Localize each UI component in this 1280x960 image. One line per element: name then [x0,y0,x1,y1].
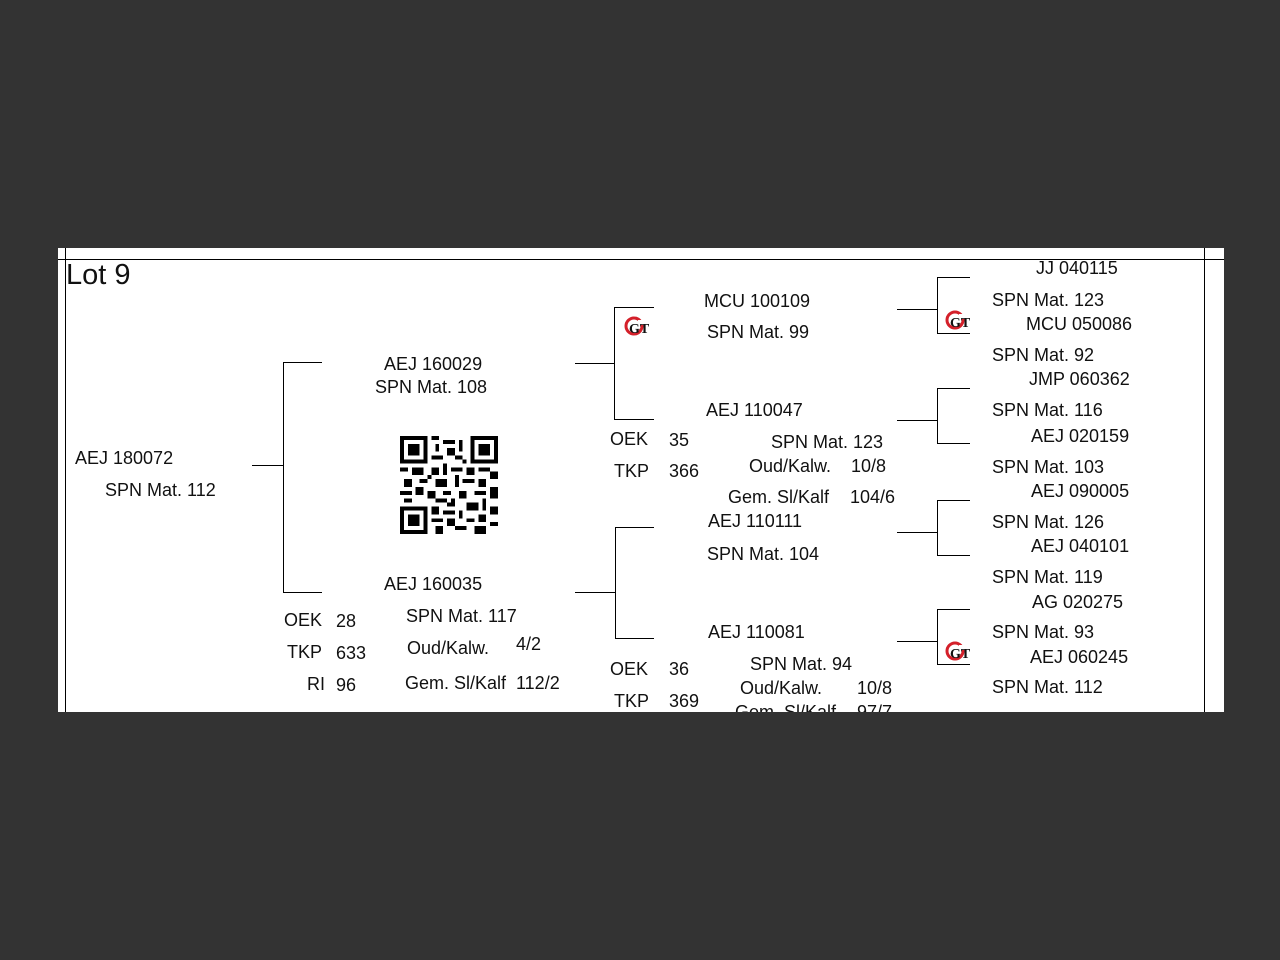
dam-id: AEJ 160035 [384,574,483,594]
gt-logo-icon: GT [945,310,970,331]
sire-dam-tkp-label: TKP [614,461,650,481]
connector [575,592,615,593]
dam-oek-value: 28 [336,611,357,631]
dam-sire-mat: SPN Mat. 104 [707,544,820,564]
dam-ri-value: 96 [336,675,357,695]
connector [614,307,654,308]
dss-id: AEJ 090005 [1031,481,1130,501]
connector [575,363,614,364]
connector [615,527,654,528]
dam-dam-oud-value: 10/8 [857,678,893,698]
connector [937,609,970,610]
sss-id: JJ 040115 [1036,258,1118,278]
sss-mat: SPN Mat. 123 [992,290,1105,310]
dds-id: AG 020275 [1032,592,1124,612]
dam-dam-tkp-value: 369 [669,691,700,711]
sds-id: JMP 060362 [1029,369,1130,389]
connector [252,465,283,466]
sire-dam-tkp-value: 366 [669,461,700,481]
animal-mat: SPN Mat. 112 [105,480,216,500]
sdd-id: AEJ 020159 [1031,426,1130,446]
dds-mat: SPN Mat. 93 [992,622,1095,642]
dsd-id: AEJ 040101 [1031,536,1130,556]
dsd-mat: SPN Mat. 119 [992,567,1103,587]
sire-dam-oud-value: 10/8 [851,456,887,476]
dam-dam-gem-label: Gem. Sl/Kalf [735,702,837,712]
dam-dam-gem-value: 97/7 [857,702,893,712]
connector [283,592,322,593]
dam-dam-id: AEJ 110081 [708,622,805,642]
sire-dam-oud-label: Oud/Kalw. [749,456,832,476]
connector [614,419,654,420]
ddd-id: AEJ 060245 [1030,647,1129,667]
dam-mat: SPN Mat. 117 [406,606,517,626]
sds-mat: SPN Mat. 116 [992,400,1103,420]
sire-dam-id: AEJ 110047 [706,400,803,420]
ddd-mat: SPN Mat. 112 [992,677,1103,697]
gt-logo-icon: GT [945,641,970,662]
connector [937,500,970,501]
bracket-dam [615,527,616,639]
top-rule [58,259,1224,260]
connector [937,388,970,389]
dam-dam-oek-label: OEK [610,659,649,679]
logo-text: GT [950,647,970,662]
dam-gem-label: Gem. Sl/Kalf [405,673,507,693]
bracket-sire [614,307,615,420]
sire-dam-mat: SPN Mat. 123 [771,432,884,452]
sire-dam-gem-label: Gem. Sl/Kalf [728,487,830,507]
bracket-sd [937,388,938,443]
sire-sire-id: MCU 100109 [704,291,811,311]
dam-oek-label: OEK [284,610,323,630]
connector [615,638,654,639]
sdd-mat: SPN Mat. 103 [992,457,1105,477]
ssd-id: MCU 050086 [1026,314,1133,334]
connector [897,420,937,421]
dam-tkp-label: TKP [287,642,323,662]
dam-dam-oek-value: 36 [669,659,690,679]
dam-oud-label: Oud/Kalw. [407,638,490,658]
dss-mat: SPN Mat. 126 [992,512,1105,532]
animal-id: AEJ 180072 [75,448,174,468]
dam-dam-tkp-label: TKP [614,691,650,711]
connector [937,277,970,278]
connector [283,362,322,363]
logo-text: GT [629,322,649,337]
ssd-mat: SPN Mat. 92 [992,345,1095,365]
logo-text: GT [950,316,970,331]
sire-dam-oek-label: OEK [610,429,649,449]
right-rule [1204,248,1205,712]
bracket-parents [283,362,284,592]
sire-dam-oek-value: 35 [669,430,690,450]
dam-ri-label: RI [307,674,325,694]
sire-sire-mat: SPN Mat. 99 [707,322,810,342]
connector [897,532,937,533]
gt-logo-icon: GT [624,316,649,337]
connector [897,641,937,642]
sire-id: AEJ 160029 [384,354,483,374]
dam-oud-value: 4/2 [516,634,542,654]
lot-title: Lot 9 [66,259,131,291]
bracket-dd [937,609,938,664]
pedigree-document: Lot 9 AEJ 180072 SPN Mat. 112 AEJ 160029… [58,248,1224,712]
qr-code [400,436,498,534]
connector [937,443,970,444]
connector [937,555,970,556]
dam-dam-oud-label: Oud/Kalw. [740,678,823,698]
dam-gem-value: 112/2 [516,673,560,693]
bracket-ss [937,277,938,333]
connector [897,309,937,310]
dam-dam-mat: SPN Mat. 94 [750,654,853,674]
bracket-ds [937,500,938,555]
dam-sire-id: AEJ 110111 [708,511,803,531]
sire-dam-gem-value: 104/6 [850,487,896,507]
connector [937,333,970,334]
dam-tkp-value: 633 [336,643,367,663]
sire-mat: SPN Mat. 108 [375,377,488,397]
connector [937,664,970,665]
left-rule [65,248,66,712]
